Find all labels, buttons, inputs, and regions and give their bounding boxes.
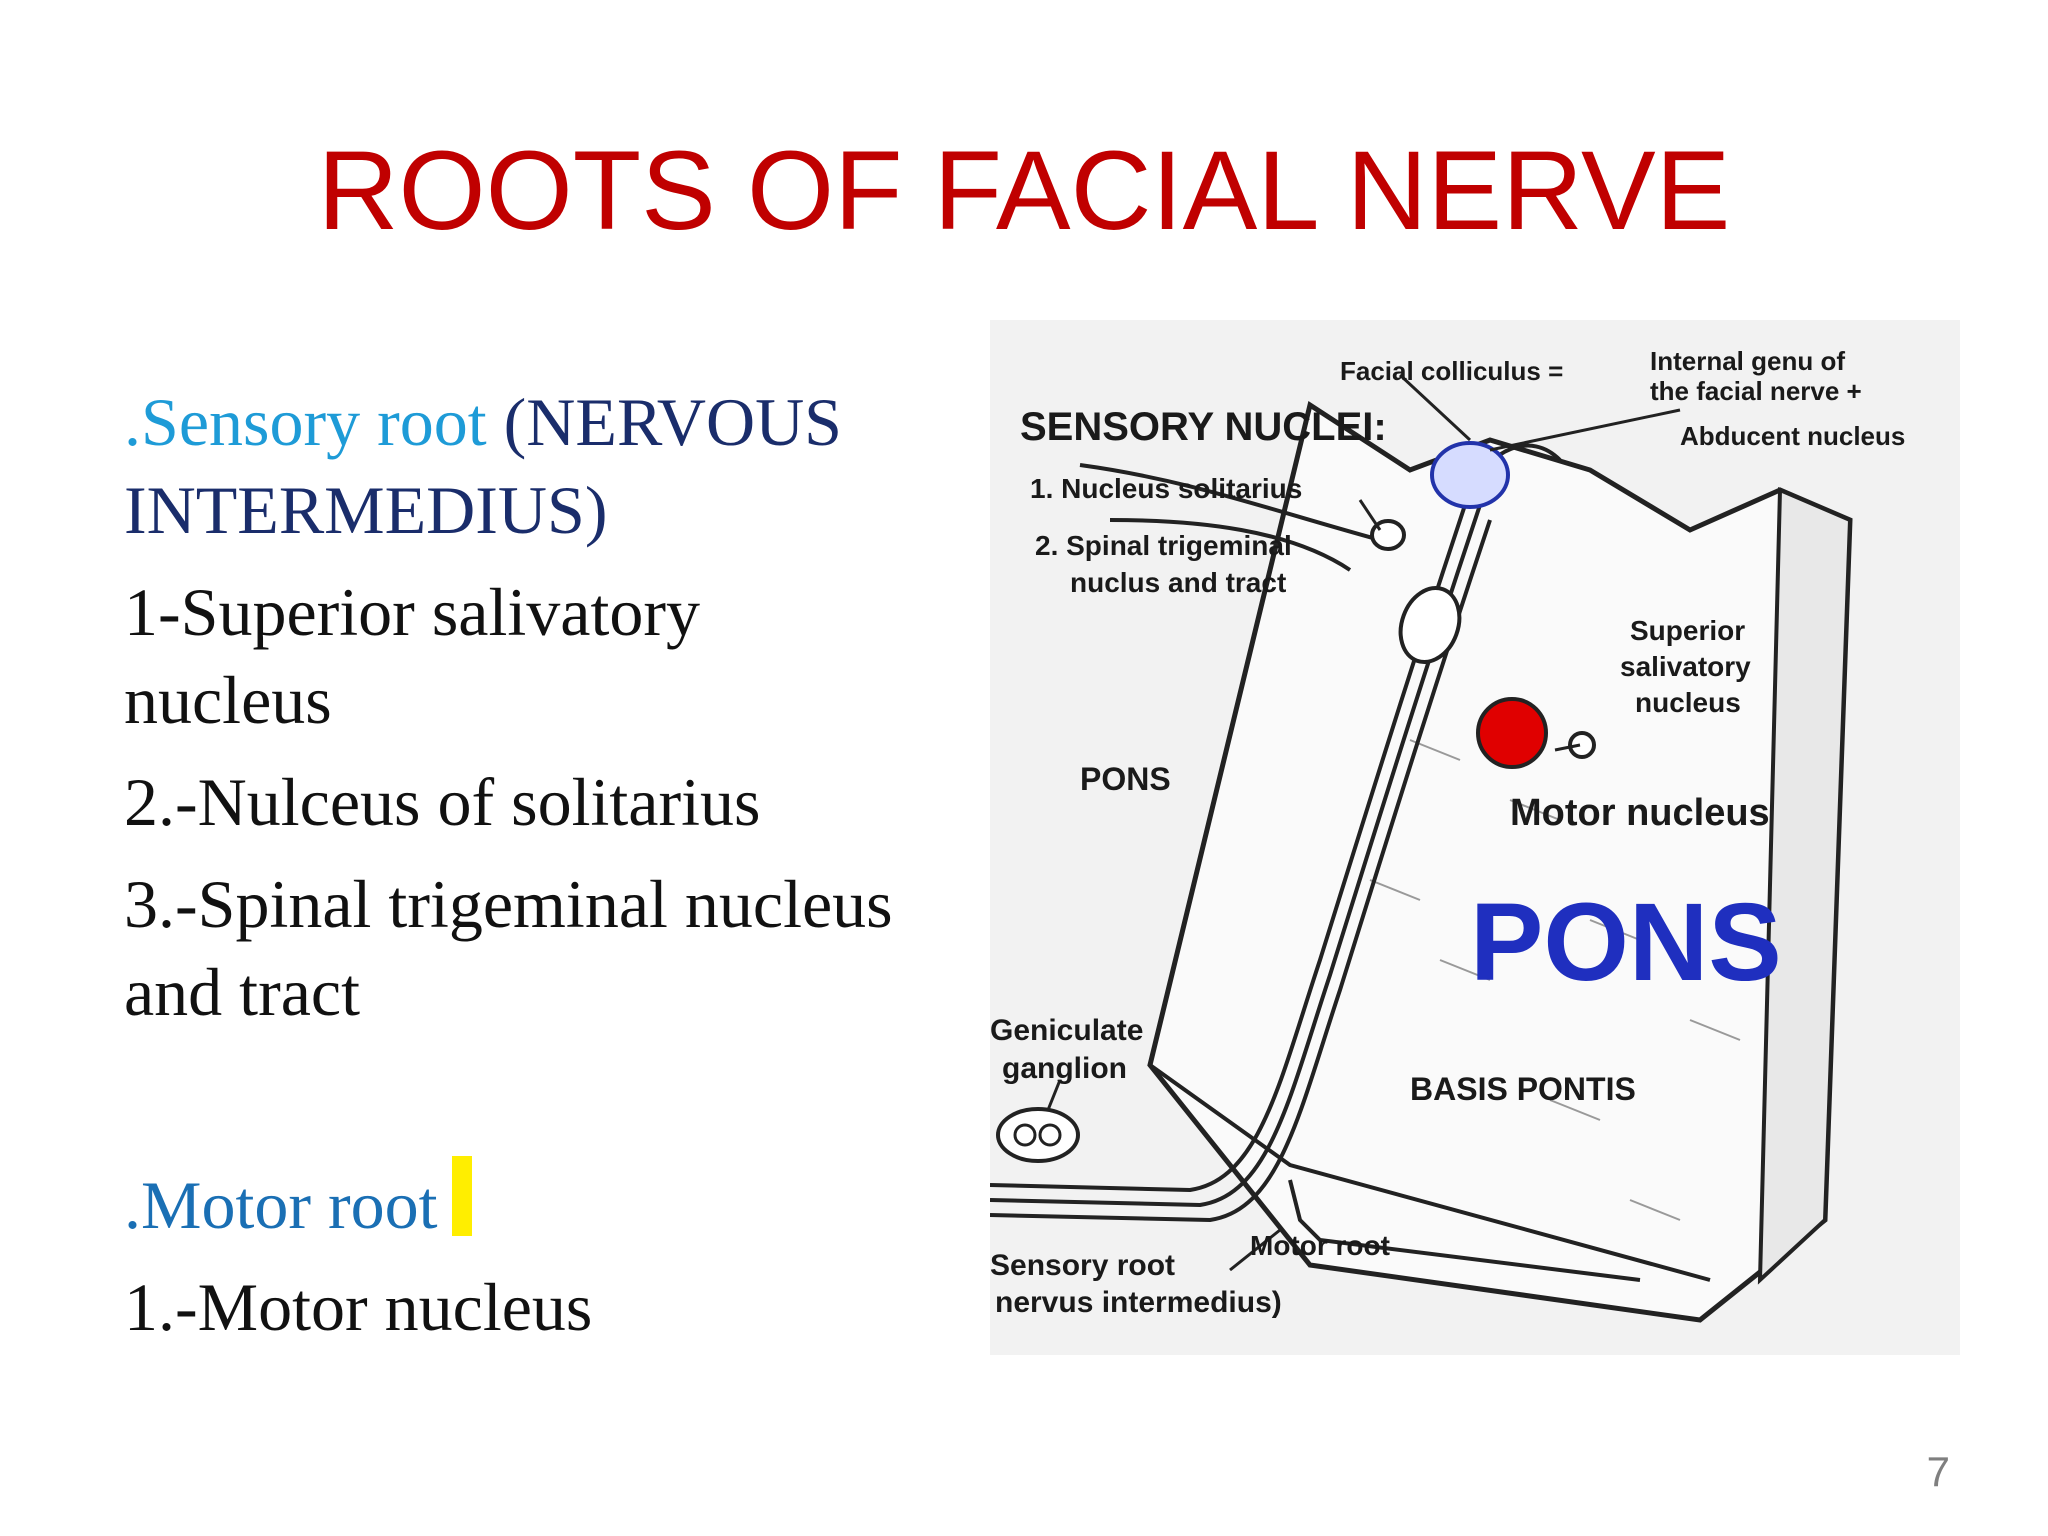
- label-motor-root: Motor root: [1250, 1230, 1390, 1261]
- label-geniculate-2: ganglion: [1002, 1052, 1127, 1085]
- basis-pontis-edge: [1148, 1063, 1711, 1282]
- page-number: 7: [1926, 1448, 1950, 1495]
- label-superior-3: nucleus: [1635, 687, 1741, 718]
- label-sensory-root-2: nervus intermedius): [995, 1286, 1282, 1319]
- diagram-svg: Facial colliculus = Internal genu of the…: [990, 346, 1905, 1323]
- label-superior-1: Superior: [1630, 615, 1745, 646]
- label-geniculate-1: Geniculate: [990, 1014, 1143, 1047]
- superior-salivatory-nucleus: [1568, 731, 1596, 759]
- label-nucleus-solitarius: 1. Nucleus solitarius: [1030, 473, 1302, 504]
- sensory-root-heading: .Sensory root (NERVOUS INTERMEDIUS): [124, 378, 1004, 554]
- label-pons-small: PONS: [1080, 761, 1171, 797]
- label-abducent: Abducent nucleus: [1680, 421, 1905, 451]
- label-spinal-trigeminal-2: nuclus and tract: [1070, 567, 1286, 598]
- label-facial-colliculus: Facial colliculus =: [1340, 356, 1563, 386]
- list-item: 2.-Nulceus of solitarius: [124, 764, 761, 840]
- pons-outline: [1147, 400, 1853, 1323]
- label-pons-big: PONS: [1470, 881, 1782, 1004]
- geniculate-ganglion: [996, 1107, 1080, 1163]
- label-motor-nucleus: Motor nucleus: [1510, 792, 1770, 834]
- motor-root-label: .Motor root: [124, 1167, 438, 1243]
- label-sensory-nuclei: SENSORY NUCLEI:: [1020, 405, 1387, 449]
- pons-front-face: [1757, 486, 1853, 1285]
- list-item: 3.-Spinal trigeminal nucleus and tract: [124, 866, 893, 1030]
- motor-nucleus-dot: [1476, 697, 1548, 769]
- label-internal-genu-1: Internal genu of: [1650, 346, 1845, 376]
- spinal-trigeminal-nucleus: [1398, 586, 1462, 664]
- abducent-nucleus: [1430, 441, 1510, 509]
- label-basis-pontis: BASIS PONTIS: [1410, 1071, 1636, 1107]
- list-item: 1-Superior salivatory nucleus: [124, 574, 700, 738]
- motor-root-heading: .Motor root: [124, 1156, 1004, 1249]
- sensory-root-label: .Sensory root: [124, 384, 487, 460]
- highlight-marker: [451, 1156, 472, 1236]
- nervous-intermedius-label: (NERVOUS: [503, 384, 842, 460]
- nervous-intermedius-label-line2: INTERMEDIUS): [124, 472, 608, 548]
- facial-nerve-diagram: Facial colliculus = Internal genu of the…: [990, 320, 1960, 1355]
- label-superior-2: salivatory: [1620, 651, 1751, 682]
- content-text: .Sensory root (NERVOUS INTERMEDIUS) 1-Su…: [124, 378, 1004, 1351]
- slide-title: ROOTS OF FACIAL NERVE: [317, 128, 1731, 253]
- label-sensory-root-1: Sensory root: [990, 1249, 1175, 1282]
- label-spinal-trigeminal-1: 2. Spinal trigeminal: [1035, 530, 1292, 561]
- list-item: 1.-Motor nucleus: [124, 1269, 593, 1345]
- label-internal-genu-2: the facial nerve +: [1650, 376, 1862, 406]
